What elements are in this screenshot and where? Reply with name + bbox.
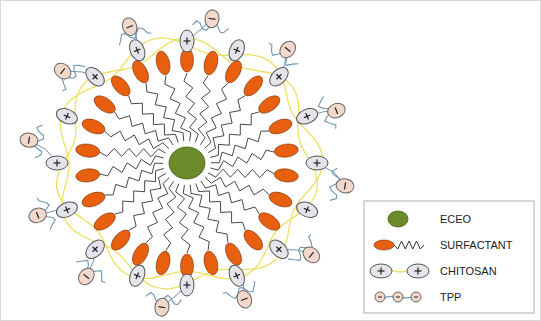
surfactant-tail [210, 150, 274, 170]
surfactant-head [240, 227, 266, 254]
chitosan-plus [226, 263, 247, 289]
surfactant-head [75, 168, 100, 184]
surfactant-head [154, 50, 172, 76]
surfactant-head [256, 209, 283, 233]
surfactant-tail [165, 76, 191, 142]
surfactant-head [80, 189, 107, 210]
surfactant-head [91, 92, 118, 116]
chitosan-plus [180, 274, 194, 296]
chitosan-plus [407, 264, 429, 278]
surfactant-tail [100, 156, 164, 176]
legend-samples [370, 211, 429, 302]
chitosan-plus [46, 156, 68, 170]
legend-label: TPP [440, 290, 461, 304]
surfactant-head [202, 250, 220, 276]
surfactant-head [108, 227, 134, 254]
tpp-minus [154, 297, 171, 317]
chitosan-chain [57, 38, 318, 279]
surfactant-head [91, 209, 118, 233]
tpp-links [29, 19, 345, 307]
surfactant-head [267, 189, 294, 210]
surfactant-head [240, 73, 266, 100]
legend-sample [374, 240, 394, 250]
surfactant-head [202, 50, 220, 76]
surfactant-tail [183, 185, 209, 251]
surfactant-tail [208, 96, 245, 153]
tpp-minus [235, 288, 255, 310]
chitosan-plus [370, 264, 392, 278]
surfactant-tail [164, 181, 176, 250]
tpp-minus [204, 9, 221, 29]
tpp-minus [277, 38, 299, 61]
tpp-minus [300, 244, 323, 266]
legend-label: CHITOSAN [440, 264, 497, 278]
surfactant-tail [198, 76, 210, 145]
legend-swatch [388, 211, 408, 227]
surfactant-tail [208, 169, 274, 177]
legend-box [364, 201, 534, 313]
legend-sample [375, 292, 385, 302]
eceo-core [169, 147, 205, 179]
surfactant-tail [210, 112, 259, 158]
chitosan-plus [127, 37, 148, 63]
chitosan-plus [294, 199, 320, 220]
micelle [19, 9, 355, 317]
surfactant-tail [176, 184, 190, 253]
surfactant-tail [105, 163, 163, 195]
chitosan-chain [60, 38, 323, 289]
chitosan-plus [54, 106, 80, 127]
surfactant-tail [205, 83, 228, 148]
tpp-minus [75, 265, 97, 288]
surfactant-head [108, 73, 134, 100]
tpp-minus [51, 60, 74, 82]
surfactant-head [129, 241, 152, 268]
chitosan-plus [306, 156, 328, 170]
surfactant-tail [205, 177, 269, 195]
surfactant-head [256, 92, 283, 116]
tpp-minus [335, 178, 355, 195]
chitosan-plus [266, 237, 291, 262]
legend-sample [393, 292, 403, 302]
surfactant-tail [146, 83, 184, 141]
chitosan-plus [266, 64, 291, 89]
legend-label: SURFACTANT [440, 238, 513, 252]
tpp-minus [19, 132, 39, 149]
chitosan-plus [82, 237, 107, 262]
surfactant-head [274, 143, 299, 159]
tpp-minus [27, 206, 49, 226]
tpp-minus [325, 101, 347, 121]
surfactant-head [80, 116, 107, 137]
surfactant-tail [146, 178, 169, 243]
chitosan-plus [54, 199, 80, 220]
surfactant-head [75, 143, 100, 159]
tpp-minus [120, 16, 140, 38]
legend-sample [394, 241, 424, 249]
surfactant-head [274, 168, 299, 184]
surfactant-tail [115, 169, 164, 215]
surfactant-tail [190, 185, 228, 243]
surfactant-head [129, 58, 152, 85]
surfactant-head [222, 58, 245, 85]
surfactant-head [154, 250, 172, 276]
surfactant-head [222, 241, 245, 268]
surfactant-tail [184, 73, 198, 142]
chitosan-plus [127, 263, 148, 289]
chitosan-plus [180, 30, 194, 52]
surfactant-tail [100, 148, 166, 156]
surfactant-layer [75, 48, 299, 278]
surfactant-head [267, 116, 294, 137]
chitosan-plus [82, 64, 107, 89]
legend-label: ECEO [440, 212, 471, 226]
chitosan-plus [294, 106, 320, 127]
surfactant-tail [105, 131, 169, 149]
surfactant-tail [129, 173, 166, 230]
legend-sample [411, 292, 421, 302]
chitosan-plus [226, 37, 247, 63]
surfactant-tail [211, 131, 269, 163]
